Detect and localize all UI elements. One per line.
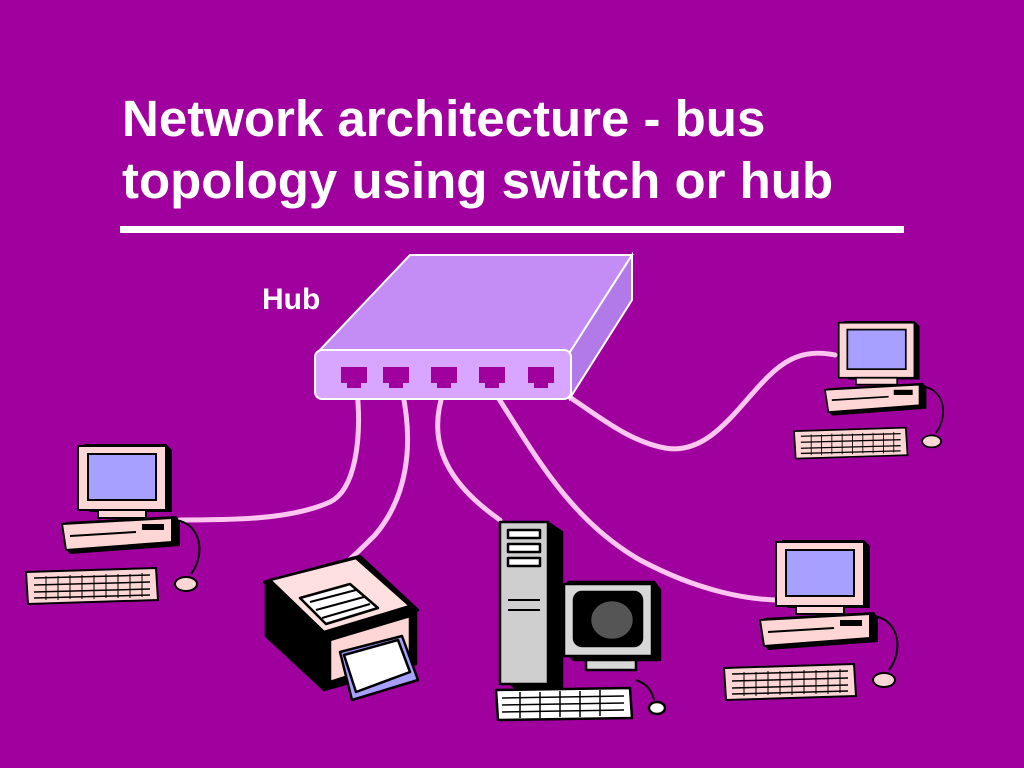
- title-line-2: topology using switch or hub: [122, 152, 834, 209]
- hub-port: [341, 367, 367, 388]
- desktop-computer-icon: [25, 443, 201, 605]
- title-underline: [120, 226, 904, 233]
- desktop-computer-icon: [793, 320, 945, 460]
- tower-computer-icon: [494, 520, 667, 722]
- hub-port: [431, 367, 457, 388]
- cable-to-tower: [435, 387, 503, 523]
- slide-title: Network architecture - bus topology usin…: [122, 88, 922, 212]
- printer-icon: [262, 554, 420, 702]
- hub-port: [479, 367, 505, 388]
- title-line-1: Network architecture - bus: [122, 90, 766, 147]
- cable-to-upper-right-computer: [542, 350, 838, 452]
- cable-to-lower-right-computer: [489, 385, 783, 603]
- cable-to-left-computer: [177, 387, 361, 523]
- hub-label: Hub: [262, 283, 321, 316]
- desktop-computer-icon: [723, 539, 899, 701]
- hub-ports: [341, 367, 554, 388]
- hub-device: [314, 251, 634, 402]
- hub-port: [528, 367, 554, 388]
- hub-port: [383, 367, 409, 388]
